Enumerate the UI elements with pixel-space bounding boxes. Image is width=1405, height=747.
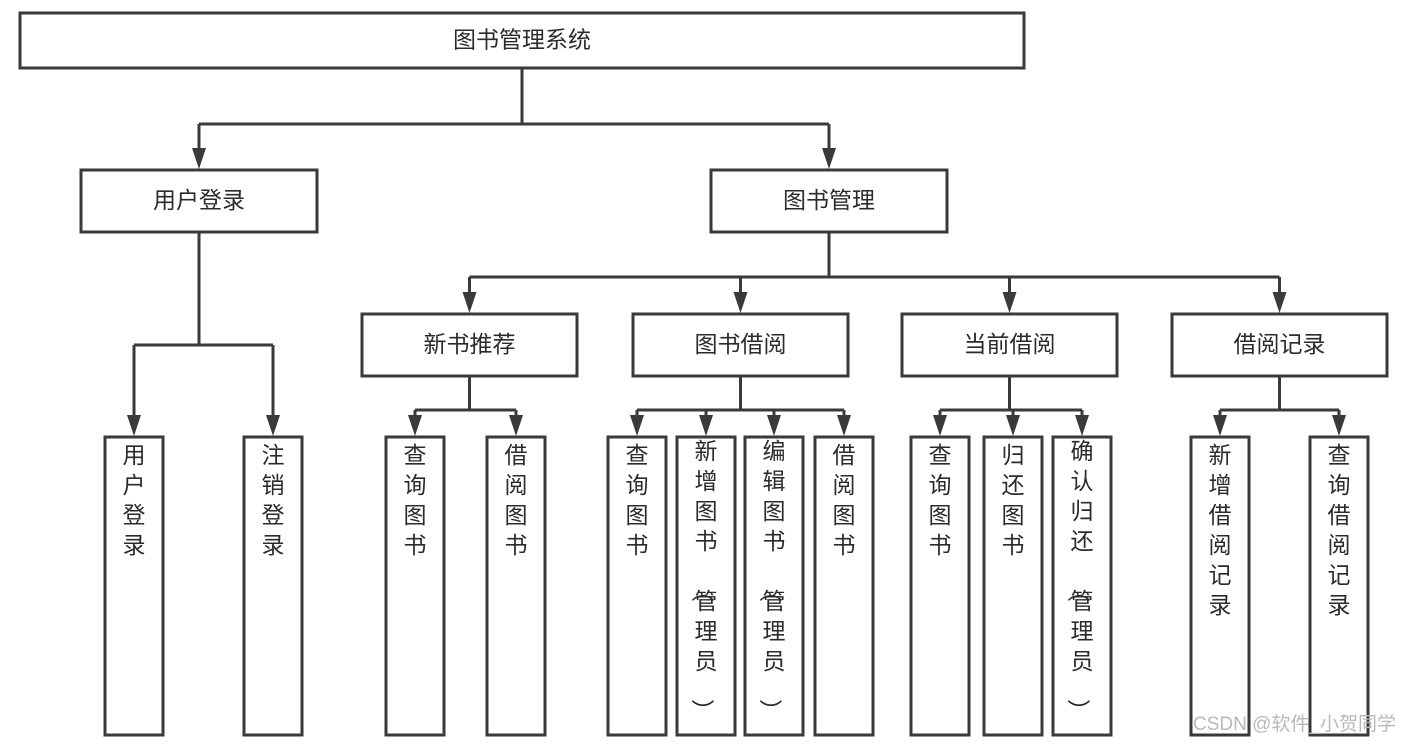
node-leaf-logout[interactable]: 注销登录: [242, 435, 304, 737]
arrow-head-leaf-borrow-book-1: [509, 415, 523, 436]
node-book-manage[interactable]: 图书管理: [709, 168, 949, 234]
arrow-head-user-login: [192, 148, 206, 169]
node-box-root[interactable]: [18, 11, 1026, 70]
node-label-leaf-add-record: 新增借阅记录: [1209, 442, 1232, 618]
node-user-login[interactable]: 用户登录: [79, 168, 319, 234]
node-box-leaf-add-record[interactable]: [1189, 435, 1251, 737]
node-new-book-rec[interactable]: 新书推荐: [360, 312, 579, 378]
arrow-head-leaf-logout: [266, 415, 280, 436]
edge-group-borrow-record: [1213, 376, 1346, 436]
node-box-leaf-user-login[interactable]: [103, 435, 165, 737]
node-leaf-edit-book[interactable]: 编辑图书（管理员）: [743, 435, 805, 737]
node-box-leaf-logout[interactable]: [242, 435, 304, 737]
node-box-borrow-record[interactable]: [1170, 312, 1389, 378]
node-leaf-add-book[interactable]: 新增图书（管理员）: [675, 435, 737, 737]
node-leaf-query-record[interactable]: 查询借阅记录: [1308, 435, 1370, 737]
node-label-book-manage: 图书管理: [783, 187, 875, 213]
node-label-user-login: 用户登录: [153, 187, 245, 213]
node-label-current-borrow: 当前借阅: [964, 331, 1056, 357]
node-box-current-borrow[interactable]: [900, 312, 1119, 378]
node-book-borrow[interactable]: 图书借阅: [631, 312, 850, 378]
node-label-book-borrow: 图书借阅: [695, 331, 787, 357]
arrow-head-leaf-query-book-2: [630, 415, 644, 436]
node-box-leaf-query-book-2[interactable]: [606, 435, 668, 737]
node-leaf-query-book-1[interactable]: 查询图书: [384, 435, 446, 737]
node-label-leaf-return-book: 归还图书: [1002, 442, 1025, 558]
node-leaf-query-book-3[interactable]: 查询图书: [909, 435, 971, 737]
node-box-new-book-rec[interactable]: [360, 312, 579, 378]
csdn-watermark: CSDN @软件_小贺同学: [1193, 713, 1396, 735]
arrow-head-book-borrow: [733, 292, 748, 313]
node-label-leaf-logout: 注销登录: [262, 442, 285, 558]
node-label-leaf-confirm-return: 确认归还（管理员）: [1066, 438, 1094, 722]
node-box-book-borrow[interactable]: [631, 312, 850, 378]
node-label-leaf-user-login: 用户登录: [123, 442, 146, 558]
node-label-new-book-rec: 新书推荐: [424, 331, 516, 357]
arrow-head-leaf-add-book: [699, 415, 713, 436]
connector-layer: [127, 68, 1346, 436]
arrow-head-leaf-borrow-book-2: [837, 415, 851, 436]
node-box-leaf-return-book[interactable]: [982, 435, 1044, 737]
arrow-head-current-borrow: [1002, 292, 1017, 313]
edge-group-new-book-rec: [408, 376, 523, 436]
node-label-root: 图书管理系统: [453, 27, 591, 53]
arrow-head-leaf-return-book: [1006, 415, 1020, 436]
node-label-leaf-borrow-book-1: 借阅图书: [505, 442, 528, 558]
node-box-leaf-borrow-book-1[interactable]: [485, 435, 547, 737]
node-box-user-login[interactable]: [79, 168, 319, 234]
node-leaf-user-login[interactable]: 用户登录: [103, 435, 165, 737]
arrow-head-leaf-user-login: [127, 415, 141, 436]
node-leaf-borrow-book-2[interactable]: 借阅图书: [813, 435, 875, 737]
node-layer: 图书管理系统用户登录图书管理新书推荐图书借阅当前借阅借阅记录用户登录注销登录查询…: [18, 11, 1389, 737]
node-leaf-return-book[interactable]: 归还图书: [982, 435, 1044, 737]
node-box-book-manage[interactable]: [709, 168, 949, 234]
arrow-head-leaf-add-record: [1213, 415, 1227, 436]
node-label-leaf-query-book-1: 查询图书: [404, 442, 427, 558]
arrow-head-leaf-query-book-1: [408, 415, 422, 436]
edge-group-current-borrow: [933, 376, 1089, 436]
node-box-leaf-query-record[interactable]: [1308, 435, 1370, 737]
node-label-borrow-record: 借阅记录: [1234, 331, 1326, 357]
arrow-head-leaf-confirm-return: [1075, 415, 1089, 436]
node-box-leaf-query-book-3[interactable]: [909, 435, 971, 737]
node-label-leaf-query-record: 查询借阅记录: [1328, 442, 1351, 618]
arrow-head-leaf-edit-book: [767, 415, 781, 436]
node-current-borrow[interactable]: 当前借阅: [900, 312, 1119, 378]
node-label-leaf-query-book-2: 查询图书: [626, 442, 649, 558]
node-label-leaf-borrow-book-2: 借阅图书: [833, 442, 856, 558]
arrow-head-new-book-rec: [462, 292, 477, 313]
edge-group-user-login: [127, 232, 280, 436]
arrow-head-borrow-record: [1272, 292, 1287, 313]
node-label-leaf-query-book-3: 查询图书: [929, 442, 952, 558]
node-leaf-confirm-return[interactable]: 确认归还（管理员）: [1051, 435, 1113, 737]
edge-group-root: [192, 68, 836, 169]
node-label-leaf-edit-book: 编辑图书（管理员）: [758, 438, 786, 722]
node-box-leaf-borrow-book-2[interactable]: [813, 435, 875, 737]
node-box-leaf-confirm-return[interactable]: [1051, 435, 1113, 737]
node-leaf-query-book-2[interactable]: 查询图书: [606, 435, 668, 737]
edge-group-book-borrow: [630, 376, 851, 436]
node-label-leaf-add-book: 新增图书（管理员）: [690, 438, 718, 722]
arrow-head-leaf-query-record: [1332, 415, 1346, 436]
node-leaf-borrow-book-1[interactable]: 借阅图书: [485, 435, 547, 737]
arrow-head-book-manage: [822, 148, 836, 169]
edge-group-book-manage: [462, 232, 1287, 313]
node-box-leaf-query-book-1[interactable]: [384, 435, 446, 737]
arrow-head-leaf-query-book-3: [933, 415, 947, 436]
node-box-leaf-add-book[interactable]: [675, 435, 737, 737]
node-box-leaf-edit-book[interactable]: [743, 435, 805, 737]
node-leaf-add-record[interactable]: 新增借阅记录: [1189, 435, 1251, 737]
node-root[interactable]: 图书管理系统: [18, 11, 1026, 70]
node-borrow-record[interactable]: 借阅记录: [1170, 312, 1389, 378]
